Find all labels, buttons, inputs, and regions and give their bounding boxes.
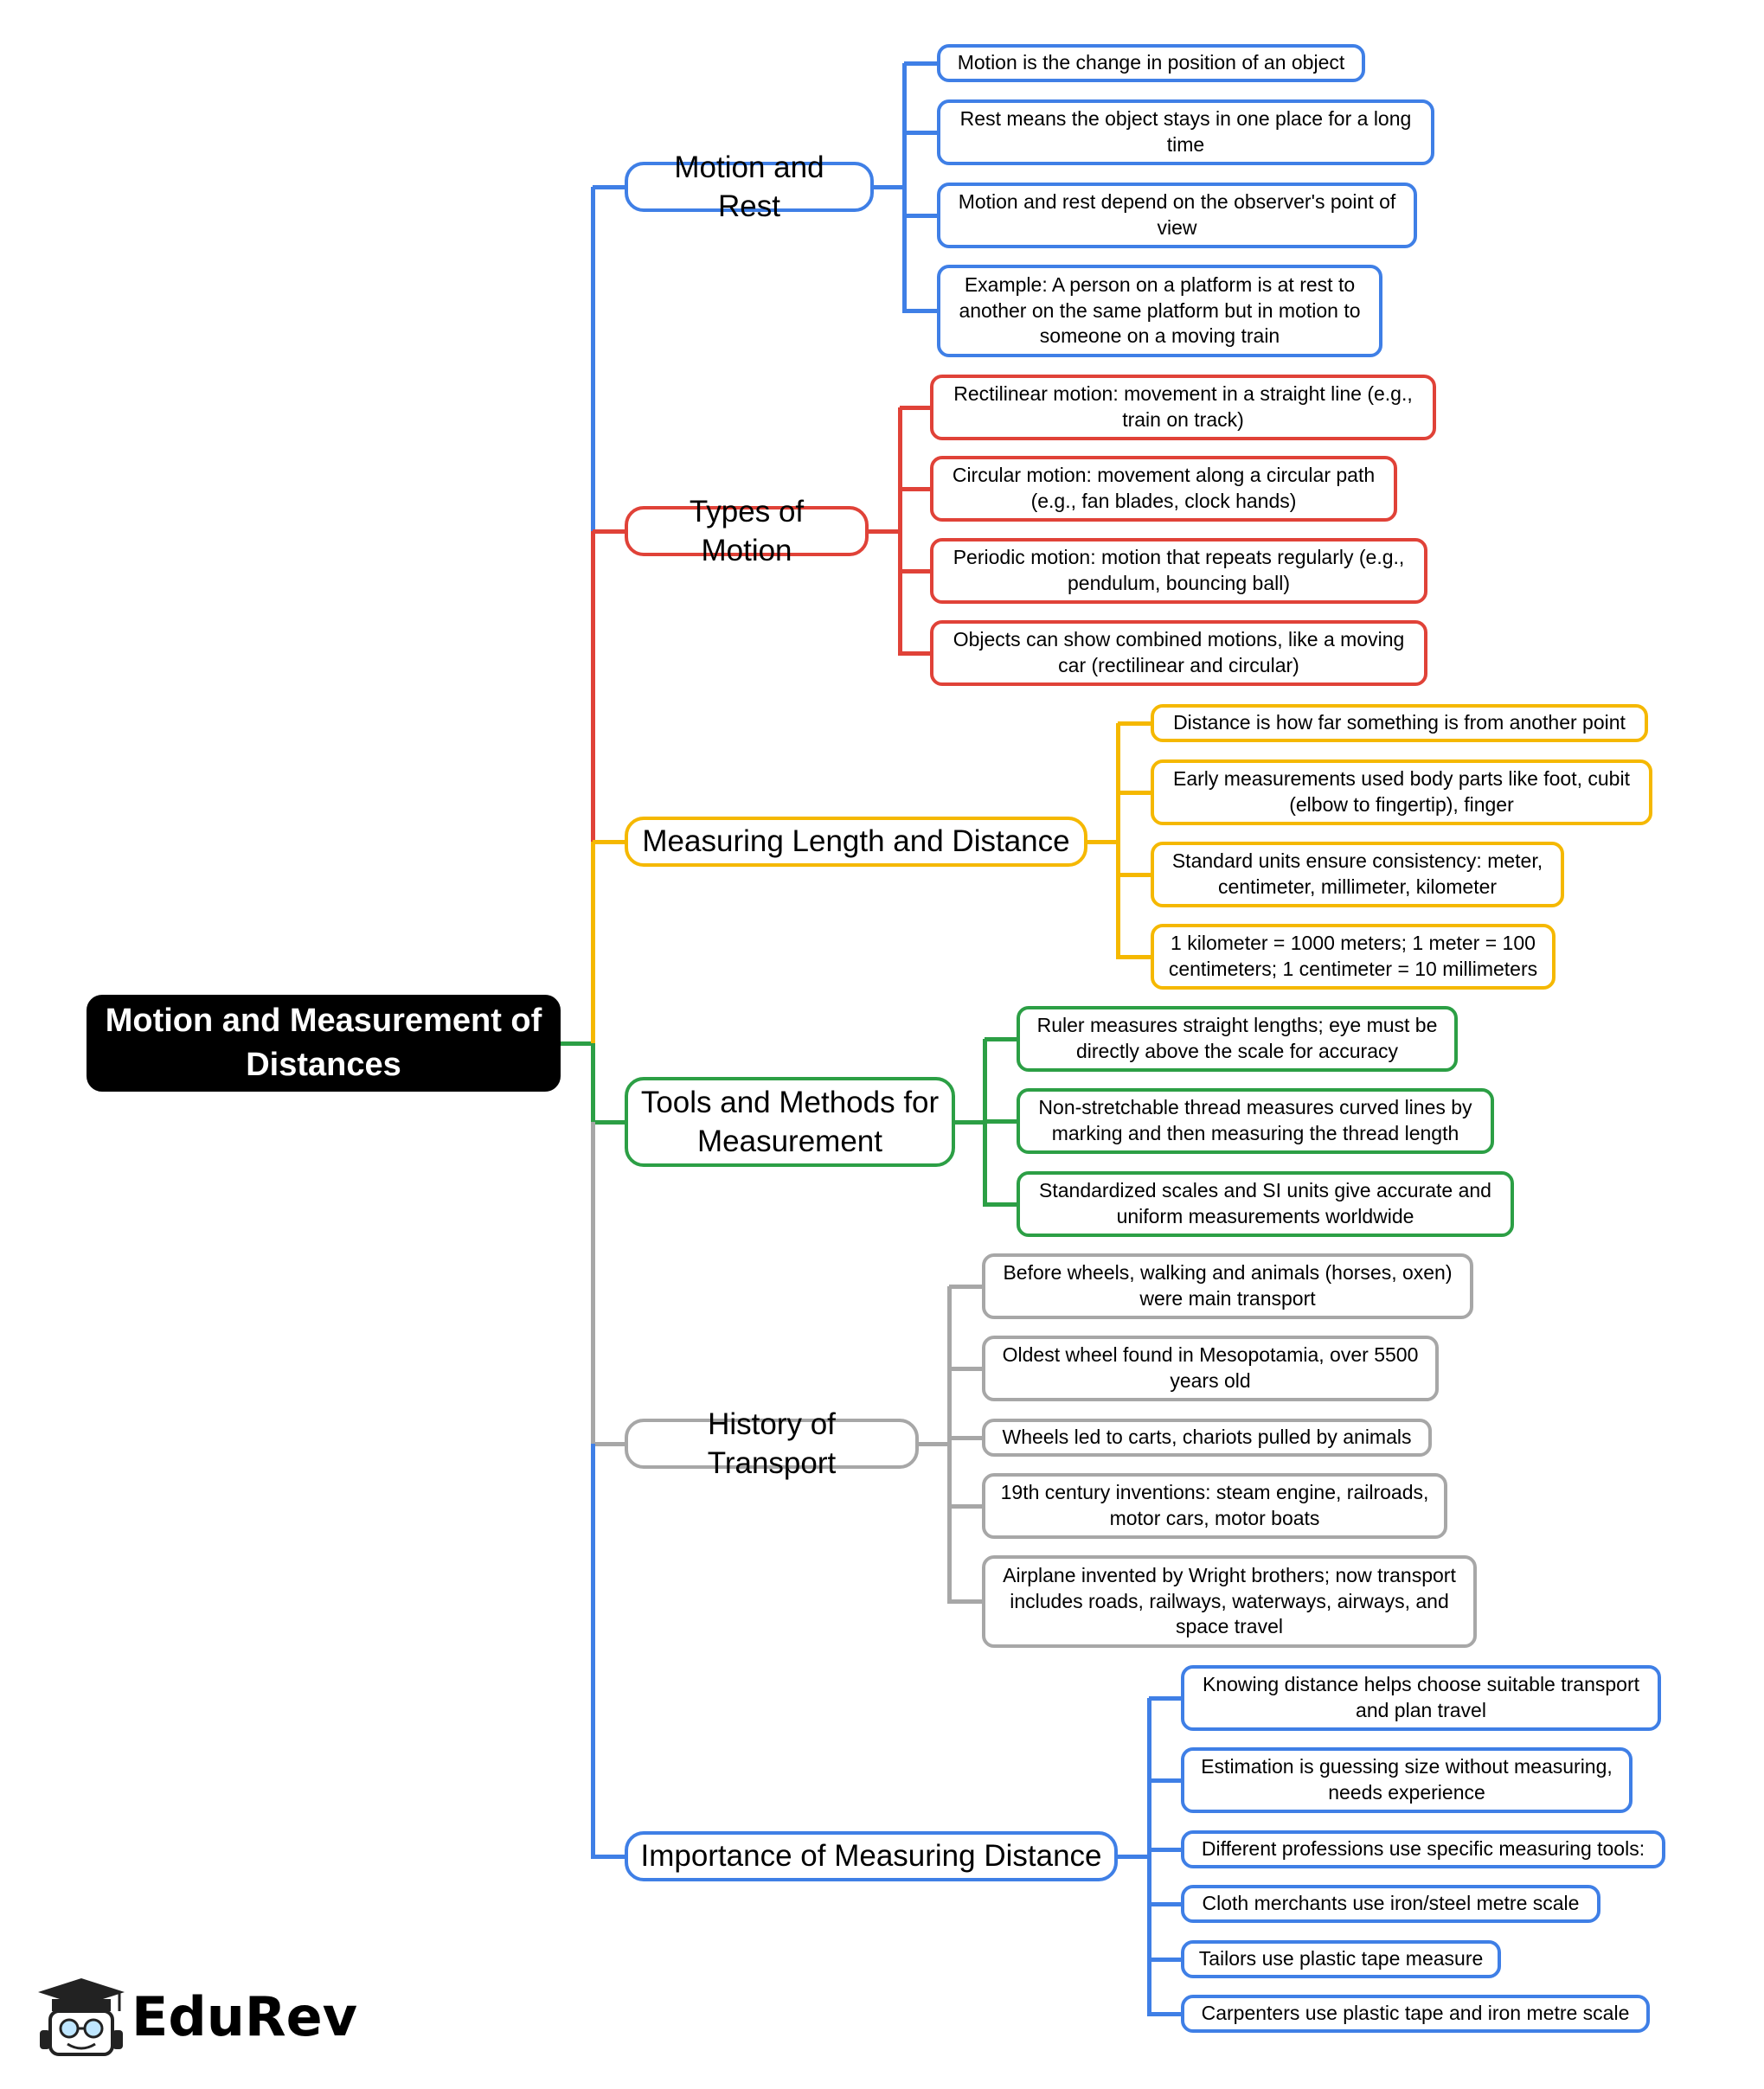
leaf-connector [985,1201,1017,1207]
leaf-column-line [897,407,902,656]
leaf-topic: Objects can show combined motions, like … [930,620,1427,686]
branch-to-column-connector [1087,839,1118,844]
branch-connector [593,529,625,534]
branch-topic: Tools and Methods for Measurement [625,1077,955,1167]
trunk-segment [590,1122,595,1446]
leaf-connector [900,650,930,656]
branch-topic: Types of Motion [625,495,869,567]
leaf-connector [1149,1695,1181,1701]
branch-to-column-connector [1118,1854,1149,1859]
leaf-connector [949,1435,982,1440]
trunk-segment [590,842,595,1046]
branch-connector [593,1441,625,1446]
leaf-connector [900,405,930,410]
leaf-connector [949,1284,982,1289]
leaf-connector [1118,872,1151,877]
leaf-topic: Cloth merchants use iron/steel metre sca… [1181,1885,1600,1923]
leaf-column-line [946,1286,952,1604]
leaf-topic: Carpenters use plastic tape and iron met… [1181,1995,1650,2033]
leaf-topic: Early measurements used body parts like … [1151,759,1652,825]
leaf-connector [1149,1847,1181,1852]
leaf-topic: Standardized scales and SI units give ac… [1017,1171,1514,1237]
branch-connector [593,839,625,844]
leaf-connector [949,1599,982,1604]
branch-topic: History of Transport [625,1407,919,1480]
branch-to-column-connector [869,529,900,534]
leaf-connector [1118,954,1151,959]
graduation-cap-mascot-icon [38,1978,125,2056]
root-topic: Motion and Measurement of Distances [87,995,561,1092]
leaf-connector [900,486,930,491]
branch-connector [593,1119,625,1125]
leaf-topic: Distance is how far something is from an… [1151,704,1648,742]
trunk-segment [590,531,595,844]
branch-topic: Measuring Length and Distance [625,817,1087,867]
leaf-connector [985,1036,1017,1041]
branch-to-column-connector [955,1119,985,1125]
leaf-connector [1149,1957,1181,1962]
leaf-connector [1149,1778,1181,1783]
leaf-topic: Non-stretchable thread measures curved l… [1017,1088,1494,1154]
branch-connector [593,184,625,189]
branch-to-column-connector [874,184,904,189]
leaf-topic: Before wheels, walking and animals (hors… [982,1253,1473,1319]
leaf-topic: Airplane invented by Wright brothers; no… [982,1555,1477,1648]
leaf-topic: 19th century inventions: steam engine, r… [982,1473,1447,1539]
root-connector [561,1041,593,1046]
branch-connector [593,1854,625,1859]
leaf-column-line [1115,723,1120,959]
branch-to-column-connector [919,1441,949,1446]
leaf-connector [1149,1901,1181,1906]
leaf-connector [1118,721,1151,726]
leaf-topic: Estimation is guessing size without meas… [1181,1747,1633,1813]
leaf-connector [1149,2011,1181,2016]
leaf-connector [904,309,937,313]
leaf-topic: Ruler measures straight lengths; eye mus… [1017,1006,1458,1072]
leaf-topic: Rectilinear motion: movement in a straig… [930,375,1436,440]
leaf-topic: Oldest wheel found in Mesopotamia, over … [982,1336,1439,1401]
leaf-topic: Standard units ensure consistency: meter… [1151,842,1564,907]
edurev-logo [33,1977,344,2063]
branch-topic: Motion and Rest [625,151,874,223]
leaf-connector [949,1366,982,1371]
leaf-connector [985,1118,1017,1124]
leaf-connector [904,213,937,218]
leaf-column-line [1146,1698,1151,2016]
leaf-topic: Example: A person on a platform is at re… [937,265,1382,357]
trunk-segment [590,187,595,534]
leaf-connector [949,1503,982,1509]
leaf-topic: Motion is the change in position of an o… [937,44,1365,82]
leaf-connector [900,568,930,574]
leaf-column-line [901,63,907,313]
leaf-topic: Periodic motion: motion that repeats reg… [930,538,1427,604]
leaf-topic: 1 kilometer = 1000 meters; 1 meter = 100… [1151,924,1556,990]
leaf-connector [1118,790,1151,795]
leaf-connector [904,130,937,135]
leaf-connector [904,61,937,66]
leaf-topic: Motion and rest depend on the observer's… [937,183,1417,248]
leaf-topic: Rest means the object stays in one place… [937,99,1434,165]
branch-topic: Importance of Measuring Distance [625,1831,1118,1881]
trunk-segment [590,1043,595,1125]
leaf-topic: Circular motion: movement along a circul… [930,456,1397,522]
leaf-topic: Wheels led to carts, chariots pulled by … [982,1419,1432,1457]
leaf-topic: Tailors use plastic tape measure [1181,1940,1501,1978]
edurev-logo-text: EduRev [131,1985,358,2048]
leaf-topic: Different professions use specific measu… [1181,1830,1665,1868]
trunk-segment [590,1444,595,1859]
leaf-topic: Knowing distance helps choose suitable t… [1181,1665,1661,1731]
